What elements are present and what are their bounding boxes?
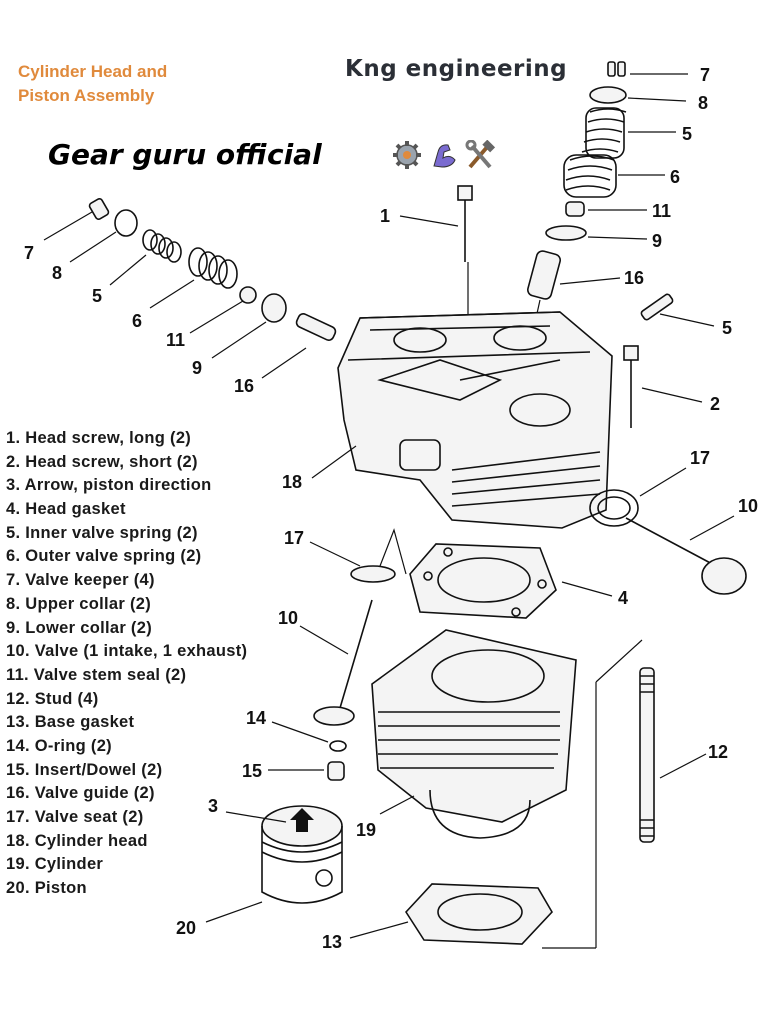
legend-item: 10. Valve (1 intake, 1 exhaust) [6, 642, 248, 661]
stud [639, 667, 655, 843]
legend-item: 18. Cylinder head [6, 831, 148, 850]
valve-stem-seal-top-left [239, 286, 257, 304]
callout-tr-9: 9 [652, 231, 662, 251]
callout-tl-5: 5 [92, 286, 102, 306]
legend-item: 12. Stud (4) [6, 689, 99, 708]
head-screw-short [623, 345, 639, 428]
valve-keeper-top-left [88, 198, 110, 220]
legend-item: 1. Head screw, long (2) [6, 429, 192, 447]
legend-item: 20. Piston [6, 879, 87, 898]
inner-spring-right [640, 293, 674, 321]
callout-tr-11: 11 [652, 201, 671, 221]
legend-item: 4. Head gasket [6, 500, 126, 519]
valve-keeper-top-right [607, 61, 626, 77]
valve-seat-left [350, 565, 396, 583]
callout-1: 1 [380, 206, 390, 226]
callout-10-left: 10 [278, 608, 298, 628]
inner-spring-top-left [142, 229, 182, 263]
valve-left [313, 599, 373, 726]
legend-item: 5. Inner valve spring (2) [6, 523, 198, 542]
legend-item: 19. Cylinder [6, 855, 104, 874]
legend-item: 13. Base gasket [6, 713, 135, 732]
cylinder-head [337, 311, 613, 529]
callout-tr-5: 5 [682, 124, 692, 144]
watermark-text: Gear guru official [48, 138, 322, 171]
lower-collar-top-right [545, 225, 587, 241]
legend-item: 6. Outer valve spring (2) [6, 547, 202, 566]
callout-16-right: 16 [624, 268, 644, 288]
callout-13: 13 [322, 932, 342, 952]
legend-item: 16. Valve guide (2) [6, 784, 155, 803]
callout-4: 4 [618, 588, 628, 608]
title-line-2: Piston Assembly [18, 86, 155, 105]
upper-collar-top-left [114, 209, 138, 237]
callout-5-right: 5 [722, 318, 732, 338]
title-line-1: Cylinder Head and [18, 62, 168, 81]
base-gasket [404, 883, 553, 945]
callout-tl-11: 11 [166, 330, 185, 350]
insert-dowel [327, 761, 345, 781]
legend-item: 14. O-ring (2) [6, 736, 112, 755]
legend-item: 7. Valve keeper (4) [6, 571, 155, 590]
callout-tr-8: 8 [698, 93, 708, 113]
callout-tl-8: 8 [52, 263, 62, 283]
callout-3: 3 [208, 796, 218, 816]
valve-stem-seal-top-right [565, 201, 585, 217]
callout-10-right: 10 [738, 496, 758, 516]
o-ring [329, 740, 347, 752]
callout-17-right: 17 [690, 448, 710, 468]
valve-right [625, 517, 747, 595]
parts-legend: 1. Head screw, long (2) 2. Head screw, sh… [6, 427, 247, 901]
lower-collar-top-left [261, 293, 287, 323]
gear-icon [393, 141, 421, 169]
watermark-icons [392, 140, 496, 170]
callout-18: 18 [282, 472, 302, 492]
hammer-wrench-icon [465, 140, 496, 169]
callout-tr-6: 6 [670, 167, 680, 187]
cylinder [371, 629, 577, 839]
flexed-arm-icon [433, 144, 456, 168]
callout-17-left: 17 [284, 528, 304, 548]
callout-14: 14 [246, 708, 266, 728]
callout-tl-6: 6 [132, 311, 142, 331]
legend-item: 8. Upper collar (2) [6, 594, 152, 613]
legend-item: 3. Arrow, piston direction [6, 476, 212, 495]
legend-item: 2. Head screw, short (2) [6, 452, 198, 471]
head-gasket [409, 543, 557, 619]
brand-label: Kng engineering [345, 56, 568, 82]
outer-spring-top-left [188, 247, 238, 289]
callout-16-left: 16 [234, 376, 254, 396]
callout-tl-9: 9 [192, 358, 202, 378]
callout-tr-7: 7 [700, 65, 710, 85]
piston-direction-arrow [290, 808, 314, 832]
callout-15: 15 [242, 761, 262, 781]
valve-seat-right [589, 489, 639, 527]
upper-collar-top-right [589, 86, 627, 104]
legend-item: 17. Valve seat (2) [6, 808, 144, 826]
inner-spring-top-right [581, 107, 627, 159]
legend-item: 15. Insert/Dowel (2) [6, 760, 163, 779]
callout-20: 20 [176, 918, 196, 938]
callout-2: 2 [710, 394, 720, 414]
callout-12: 12 [708, 742, 728, 762]
valve-guide-left [295, 313, 337, 341]
callout-tl-7: 7 [24, 243, 34, 263]
callout-19: 19 [356, 820, 376, 840]
outer-spring-top-right [563, 154, 617, 198]
diagram-title: Cylinder Head and Piston Assembly [18, 60, 167, 108]
legend-item: 9. Lower collar (2) [6, 618, 152, 637]
legend-item: 11. Valve stem seal (2) [6, 665, 187, 684]
valve-guide-right [527, 250, 561, 346]
